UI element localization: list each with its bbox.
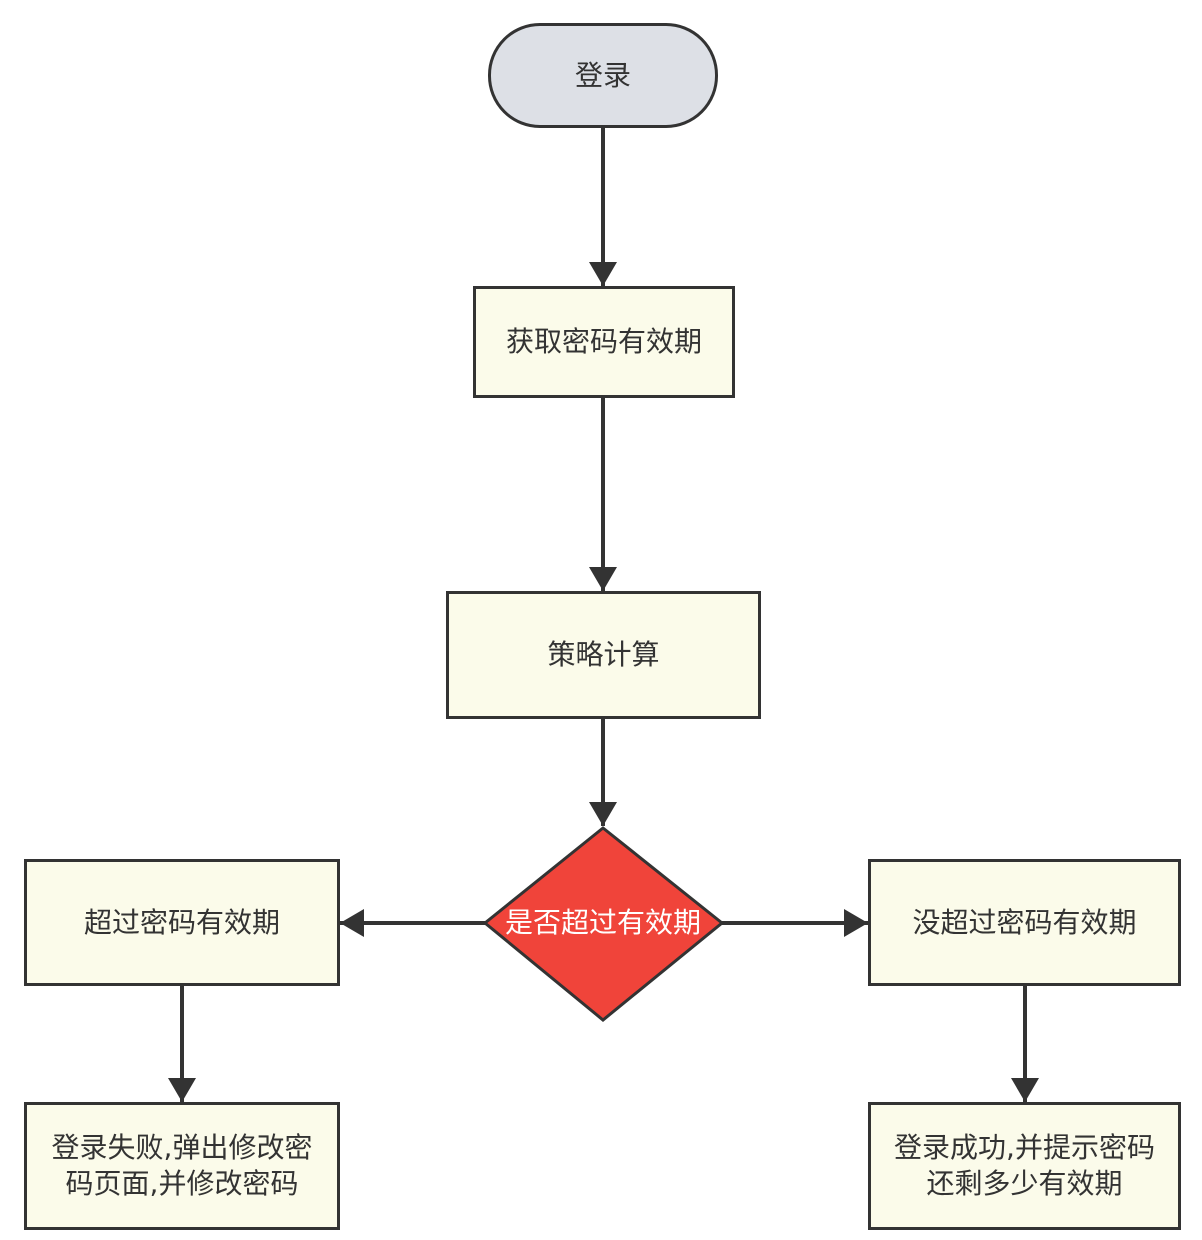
success-result-node-label: 登录成功,并提示密码还剩多少有效期	[894, 1131, 1155, 1200]
decision-node-label: 是否超过有效期	[505, 906, 702, 939]
success-result-node: 登录成功,并提示密码还剩多少有效期	[868, 1102, 1181, 1230]
fail-result-node-label: 登录失败,弹出修改密码页面,并修改密码	[51, 1131, 313, 1200]
decision-node-label-box: 是否超过有效期	[505, 878, 701, 968]
policy-calc-node: 策略计算	[446, 591, 761, 719]
start-node: 登录	[488, 23, 718, 128]
expired-node: 超过密码有效期	[24, 859, 340, 986]
policy-calc-node-label: 策略计算	[547, 638, 660, 671]
fail-result-node: 登录失败,弹出修改密码页面,并修改密码	[24, 1102, 340, 1230]
start-node-label: 登录	[574, 58, 631, 92]
expired-node-label: 超过密码有效期	[83, 905, 280, 939]
not-expired-node-label: 没超过密码有效期	[912, 905, 1137, 939]
decision-diamond	[482, 826, 725, 1022]
get-validity-node-label: 获取密码有效期	[505, 325, 702, 358]
not-expired-node: 没超过密码有效期	[868, 859, 1181, 986]
get-validity-node: 获取密码有效期	[473, 286, 735, 398]
